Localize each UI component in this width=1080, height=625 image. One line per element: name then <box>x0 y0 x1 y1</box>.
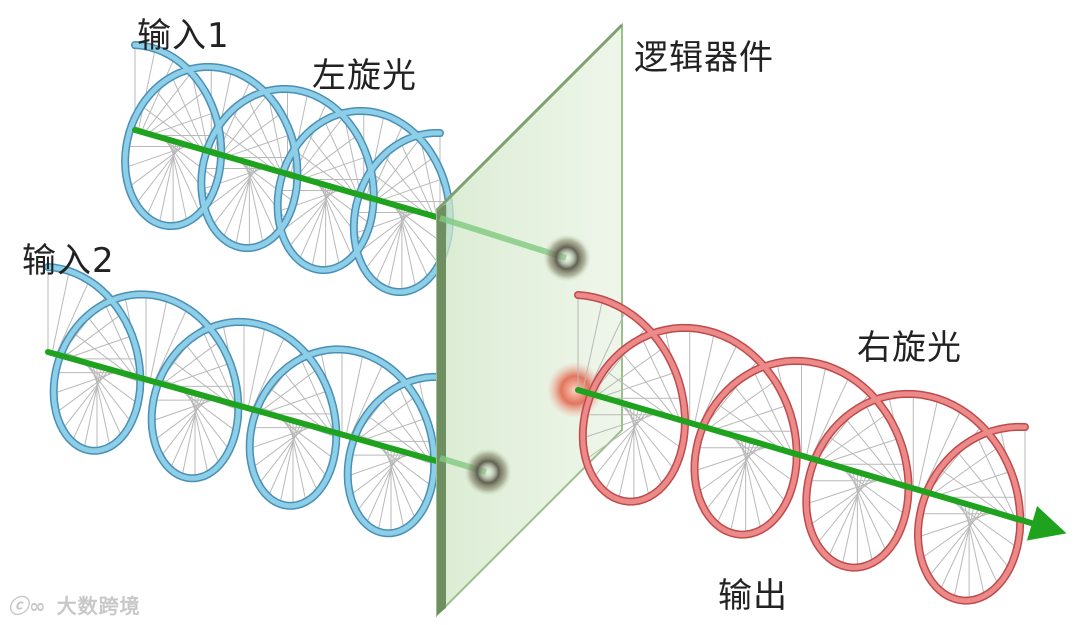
focus-spot-2 <box>464 448 512 496</box>
field-vector <box>954 507 974 599</box>
field-vector <box>366 451 399 525</box>
label-input2: 输入2 <box>22 233 115 282</box>
field-vector <box>182 394 199 476</box>
field-vector <box>378 449 395 531</box>
field-vector <box>842 474 862 566</box>
field-vector <box>730 441 750 533</box>
field-vector <box>698 445 765 493</box>
field-vector <box>250 426 314 448</box>
field-vector <box>348 454 412 476</box>
field-vector <box>84 367 101 449</box>
field-vector <box>170 140 187 222</box>
label-input1: 输入1 <box>137 8 230 57</box>
field-vector <box>56 370 113 413</box>
field-vector <box>350 453 407 496</box>
field-vector <box>152 399 216 421</box>
field-vector <box>54 371 118 393</box>
label-logic-device: 逻辑器件 <box>634 30 774 79</box>
field-vector <box>716 442 755 524</box>
field-vector <box>170 396 203 470</box>
right-helix-output <box>578 295 1055 601</box>
watermark: ⓒ∞ 大数跨境 <box>8 590 141 619</box>
field-vector <box>246 162 263 244</box>
watermark-text: 大数跨境 <box>57 594 141 618</box>
label-right-polarized: 右旋光 <box>857 320 962 369</box>
field-vector <box>252 425 309 468</box>
watermark-logo: ⓒ∞ <box>8 594 47 618</box>
field-vector <box>129 145 186 188</box>
field-vector <box>278 190 342 212</box>
field-vector <box>809 478 876 526</box>
label-output: 输出 <box>718 568 788 617</box>
field-vector <box>72 368 105 442</box>
left-helix-input2 <box>48 267 440 533</box>
field-vector <box>202 168 266 190</box>
field-vector <box>399 206 416 288</box>
focus-spot-1 <box>543 234 591 282</box>
field-vector <box>154 398 211 441</box>
field-vector <box>268 423 301 497</box>
label-left-polarized: 左旋光 <box>312 48 417 97</box>
logic-device-panel <box>437 25 622 615</box>
field-vector <box>940 508 979 590</box>
field-vector <box>921 511 988 559</box>
field-vector <box>322 184 339 266</box>
field-vector <box>125 146 189 168</box>
field-vector <box>828 475 867 557</box>
field-vector <box>280 422 297 504</box>
field-vector <box>354 212 418 234</box>
